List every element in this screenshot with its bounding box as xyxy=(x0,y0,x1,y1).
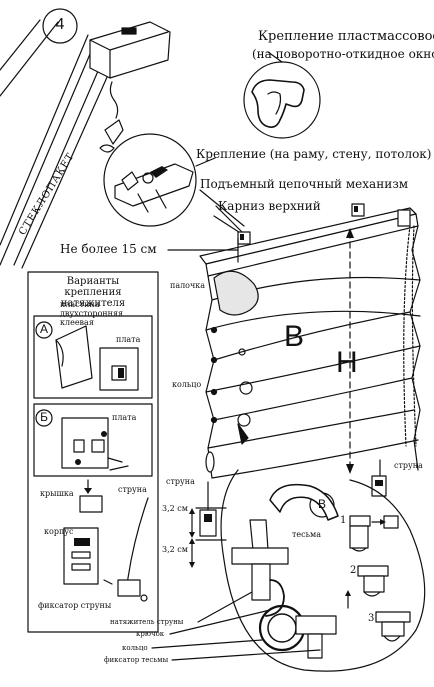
frame-mount-label: Крепление (на раму, стену, потолок) xyxy=(196,147,432,161)
ring-label: кольцо xyxy=(172,380,202,389)
dimension-bottom-label: 3,2 см xyxy=(162,545,188,554)
bottom-label-ring: кольцо xyxy=(122,644,148,652)
blind-fabric xyxy=(205,225,421,479)
bottom-label-tape-fixer: фиксатор тесьмы xyxy=(104,656,169,664)
bottom-label-hook: крючок xyxy=(136,630,165,638)
tape-label: тесьма xyxy=(292,530,321,539)
width-letter: B xyxy=(284,320,305,353)
top-cornice-label: Карниз верхний xyxy=(218,199,321,213)
step-number-circle xyxy=(42,8,78,44)
string-left-label: струна xyxy=(166,477,195,486)
bottom-label-tensioner: натяжитель струны xyxy=(110,618,184,626)
bottom-leader-lines xyxy=(151,591,321,661)
variant-a-tape-label: пластина двухсторонняя клеевая xyxy=(60,300,124,328)
plastic-mount-detail xyxy=(243,51,321,139)
chain-mechanism-label: Подъемный цепочный механизм xyxy=(200,177,409,191)
string-fixer-label: фиксатор струны xyxy=(38,601,112,610)
detail-v-step-2: 2 xyxy=(350,565,357,576)
string-right-label: струна xyxy=(394,461,423,470)
window-frame xyxy=(0,19,113,269)
bead-chain xyxy=(403,225,417,447)
detail-v-step-3: 3 xyxy=(368,613,375,624)
top-cornice xyxy=(199,203,419,277)
step-number: 4 xyxy=(55,16,65,33)
inset-title: Варианты крепления натяжителя xyxy=(60,276,126,309)
string-fixer-right xyxy=(371,459,387,497)
string-tensioner-left xyxy=(195,481,227,541)
max-distance-label: Не более 15 см xyxy=(60,242,157,256)
height-letter: H xyxy=(336,346,358,379)
variant-b-marker: Б xyxy=(40,410,48,424)
string-label: струна xyxy=(118,485,147,494)
tensioner-dimensions xyxy=(189,508,195,568)
tensioner-inset xyxy=(27,271,159,633)
variant-a-marker: А xyxy=(39,322,48,336)
cap-label: крышка xyxy=(40,489,74,498)
variant-a-plate-label: плата xyxy=(116,335,141,344)
body-label: корпус xyxy=(44,527,74,536)
dimension-top-label: 3,2 см xyxy=(162,504,188,513)
variant-b-plate-label: плата xyxy=(112,413,137,422)
frame-top-mount xyxy=(89,21,171,153)
rod-label: палочка xyxy=(170,281,206,290)
bracket-mount-detail xyxy=(103,133,216,227)
detail-v-steps xyxy=(345,515,411,642)
detail-v-letter: В xyxy=(317,497,326,511)
plastic-mount-label: Крепление пластмассовое xyxy=(258,29,434,44)
detail-v-step-1: 1 xyxy=(340,515,347,526)
detail-v-inset xyxy=(220,469,426,672)
plastic-mount-sublabel: (на поворотно-откидное окно) xyxy=(252,47,434,61)
